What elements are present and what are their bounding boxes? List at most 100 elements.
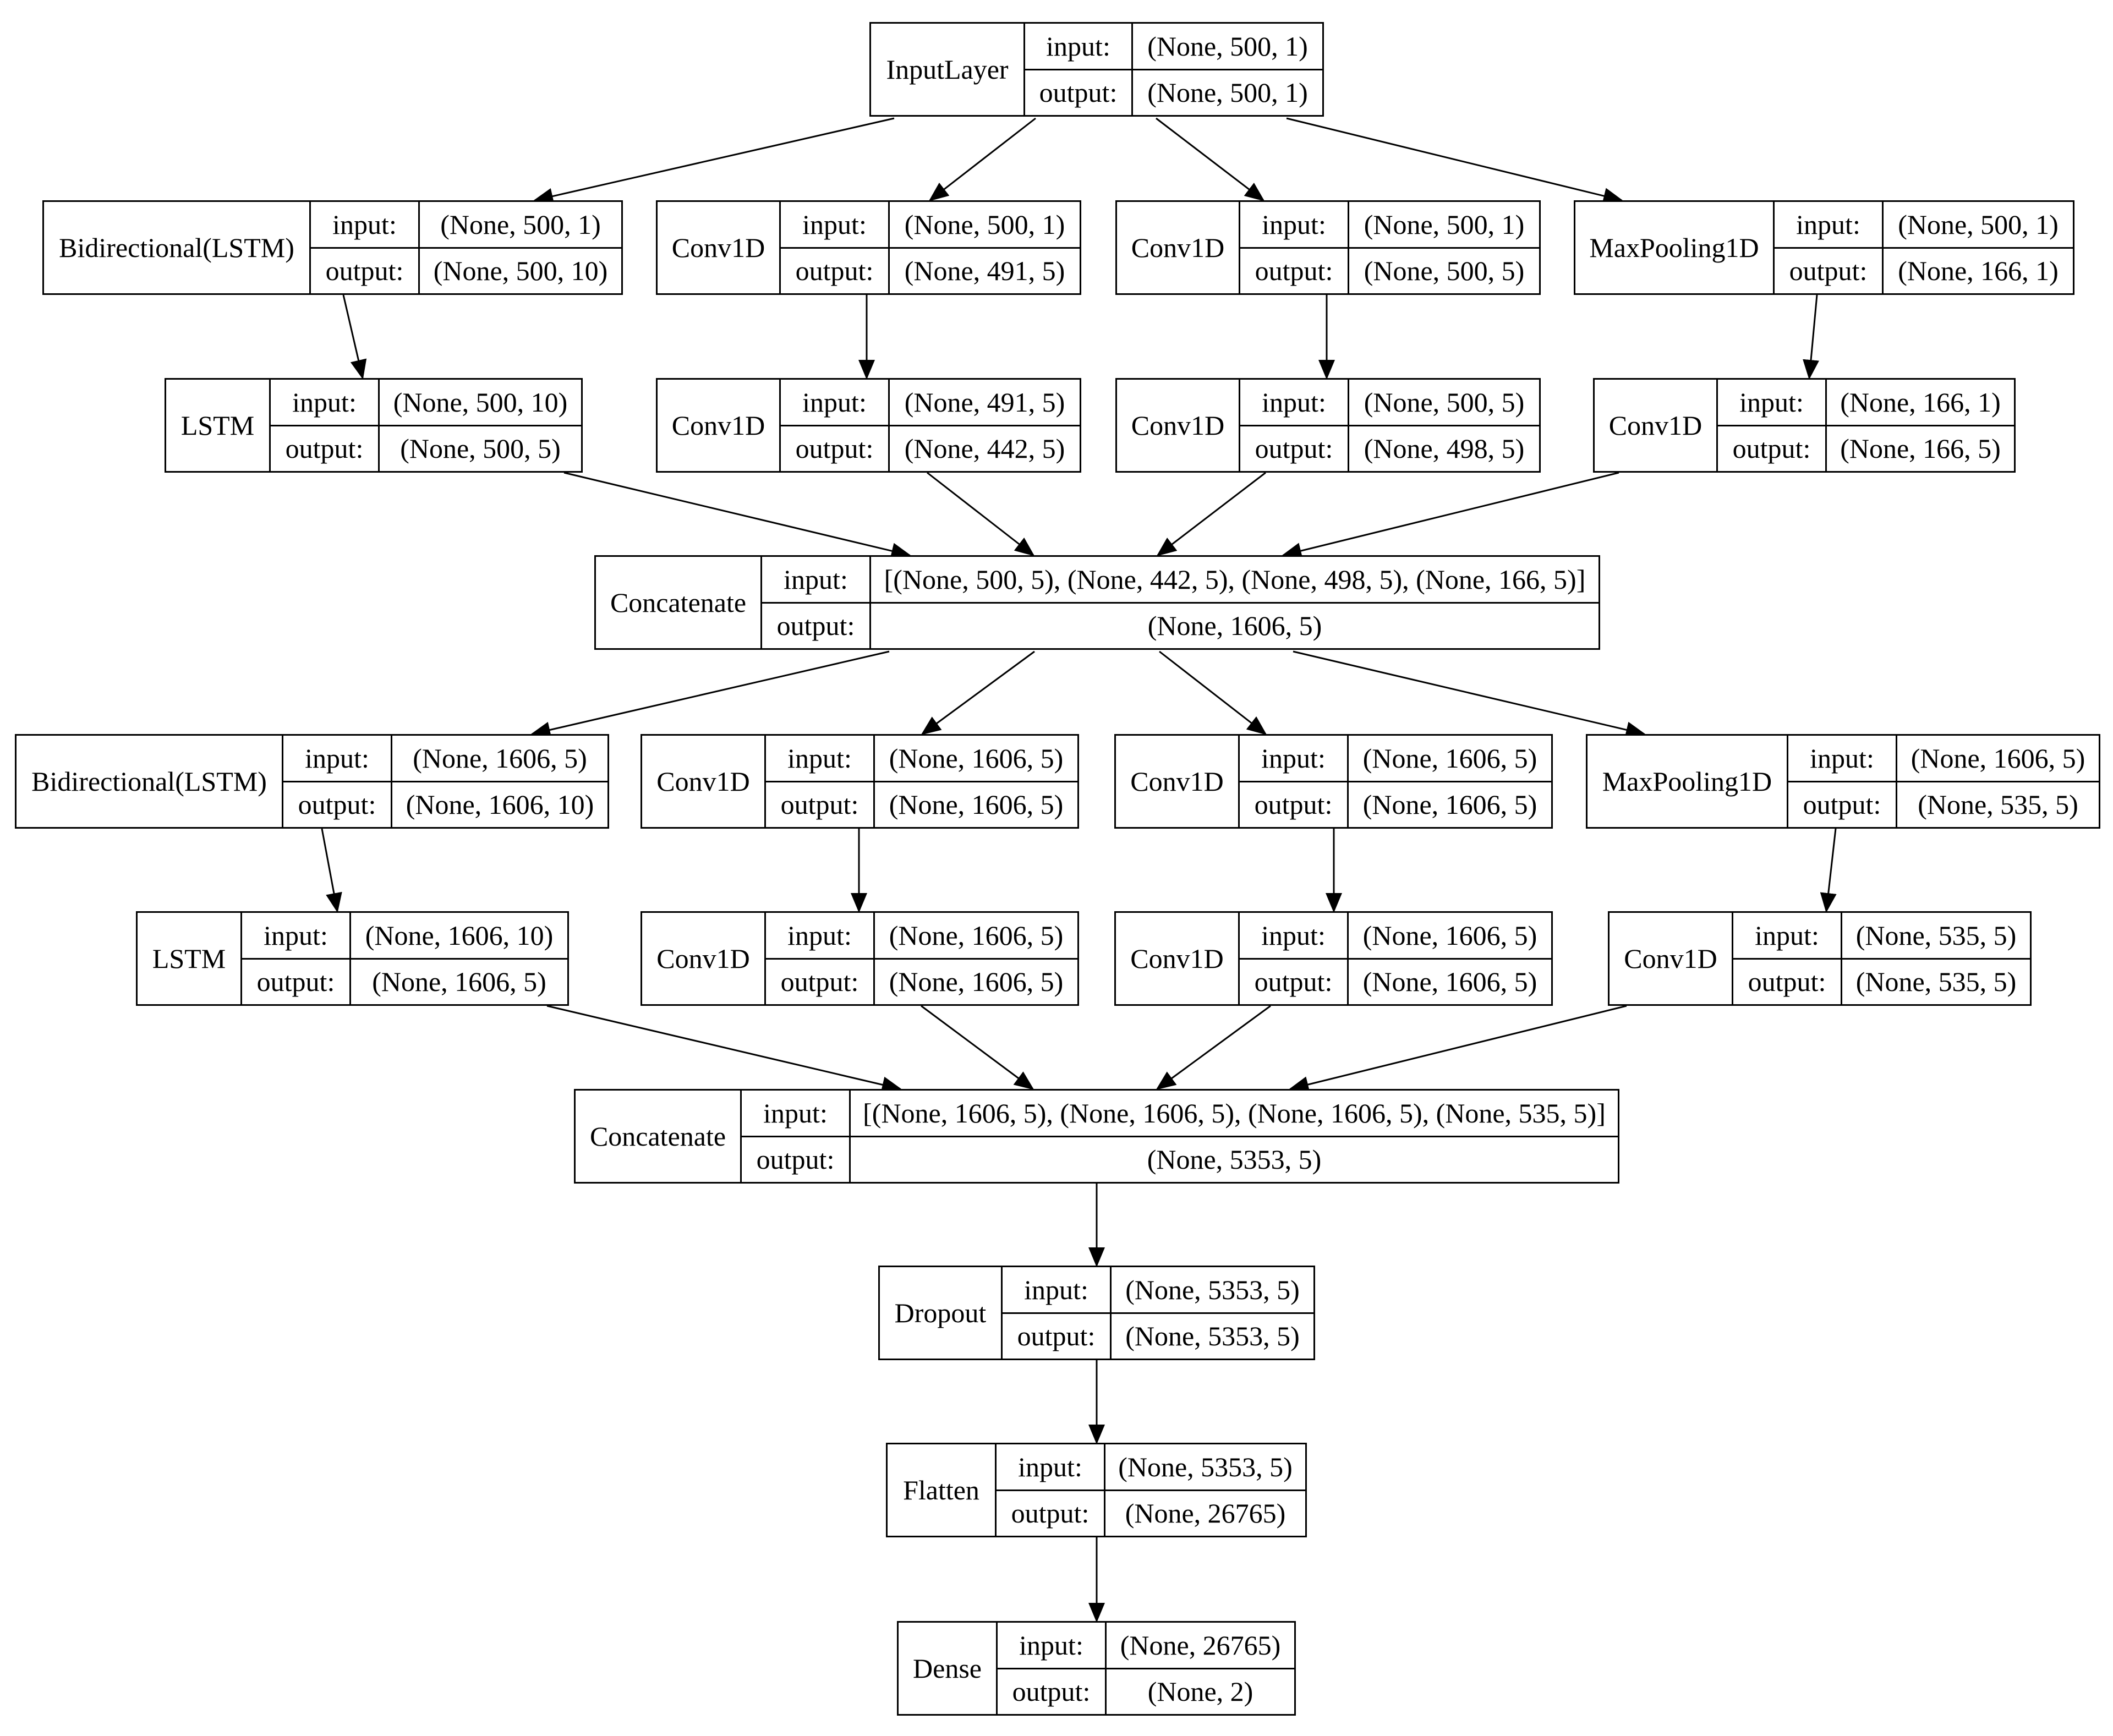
- layer-type: Bidirectional(LSTM): [42, 200, 311, 295]
- input-label: input:: [1239, 200, 1349, 249]
- output-label: output:: [764, 957, 875, 1006]
- input-label: input:: [764, 734, 875, 782]
- input-shape: (None, 491, 5): [888, 378, 1081, 426]
- input-shape: (None, 535, 5): [1841, 911, 2032, 960]
- output-shape: (None, 166, 5): [1825, 424, 2016, 473]
- edge-lstm-2-to-concat-2: [546, 1005, 902, 1093]
- edge-bilstm-2-to-lstm-2: [321, 828, 342, 913]
- input-label: input:: [779, 200, 890, 249]
- input-label: input:: [309, 200, 420, 249]
- layer-type: Dense: [897, 1621, 998, 1716]
- input-shape: (None, 166, 1): [1825, 378, 2016, 426]
- layer-type: Conv1D: [1115, 378, 1240, 473]
- layer-type: Bidirectional(LSTM): [15, 734, 283, 829]
- output-label: output:: [740, 1135, 851, 1184]
- input-shape: (None, 500, 1): [888, 200, 1081, 249]
- input-shape: (None, 500, 1): [1882, 200, 2074, 249]
- edge-conv1d-4b-to-concat-2: [1156, 1005, 1271, 1090]
- input-shape: (None, 1606, 5): [391, 734, 609, 782]
- input-shape: (None, 500, 1): [1131, 22, 1324, 70]
- layer-type: Conv1D: [656, 200, 781, 295]
- input-label: input:: [764, 911, 875, 960]
- edge-concat-1-to-maxpool-2: [1293, 650, 1646, 738]
- input-shape: (None, 500, 1): [1348, 200, 1541, 249]
- input-shape: (None, 5353, 5): [1110, 1266, 1315, 1314]
- input-label: input:: [1238, 911, 1349, 960]
- input-label: input:: [760, 555, 871, 604]
- layer-type: LSTM: [136, 911, 242, 1006]
- input-label: input:: [779, 378, 890, 426]
- edge-lstm-1-to-concat-1: [563, 472, 911, 559]
- layer-type: Conv1D: [656, 378, 781, 473]
- output-label: output:: [1239, 424, 1349, 473]
- output-label: output:: [1239, 247, 1349, 295]
- output-shape: (None, 1606, 5): [349, 957, 569, 1006]
- layer-type: Dropout: [878, 1266, 1003, 1360]
- edge-conv1d-2b-to-concat-1: [1156, 472, 1266, 556]
- output-label: output:: [996, 1667, 1107, 1716]
- layer-type: Conv1D: [641, 734, 766, 829]
- output-label: output:: [269, 424, 380, 473]
- input-label: input:: [1023, 22, 1133, 70]
- layer-node-bilstm-1: Bidirectional(LSTM)input:(None, 500, 1)o…: [42, 200, 623, 295]
- output-label: output:: [1238, 780, 1349, 829]
- output-shape: (None, 1606, 5): [869, 601, 1600, 650]
- output-shape: (None, 535, 5): [1841, 957, 2032, 1006]
- output-label: output:: [309, 247, 420, 295]
- layer-type: Concatenate: [594, 555, 762, 650]
- edge-concat-1-to-bilstm-2: [530, 650, 890, 738]
- output-label: output:: [1773, 247, 1884, 295]
- output-label: output:: [764, 780, 875, 829]
- output-shape: (None, 2): [1105, 1667, 1296, 1716]
- input-shape: (None, 500, 1): [418, 200, 623, 249]
- edge-input-layer-to-maxpool-1: [1286, 117, 1623, 204]
- output-shape: (None, 500, 5): [1348, 247, 1541, 295]
- input-label: input:: [1716, 378, 1827, 426]
- output-shape: (None, 500, 10): [418, 247, 623, 295]
- output-label: output:: [282, 780, 392, 829]
- input-label: input:: [995, 1443, 1105, 1491]
- output-shape: (None, 5353, 5): [849, 1135, 1619, 1184]
- edge-conv1d-4a-to-concat-2: [921, 1005, 1034, 1090]
- input-label: input:: [269, 378, 380, 426]
- input-label: input:: [282, 734, 392, 782]
- layer-node-bilstm-2: Bidirectional(LSTM)input:(None, 1606, 5)…: [15, 734, 609, 829]
- input-label: input:: [1239, 378, 1349, 426]
- edge-conv1d-2c-to-concat-1: [1282, 472, 1619, 559]
- edge-input-layer-to-bilstm-1: [533, 117, 895, 205]
- input-shape: [(None, 500, 5), (None, 442, 5), (None, …: [869, 555, 1600, 604]
- output-label: output:: [779, 247, 890, 295]
- input-shape: (None, 1606, 5): [1896, 734, 2100, 782]
- output-shape: (None, 1606, 10): [391, 780, 609, 829]
- output-shape: (None, 26765): [1104, 1489, 1307, 1537]
- output-shape: (None, 166, 1): [1882, 247, 2074, 295]
- edge-bilstm-1-to-lstm-1: [342, 294, 367, 380]
- input-label: input:: [740, 1089, 851, 1137]
- output-label: output:: [1787, 780, 1897, 829]
- output-shape: (None, 1606, 5): [873, 780, 1079, 829]
- edge-input-layer-to-conv1d-1a: [928, 117, 1036, 201]
- output-shape: (None, 500, 5): [378, 424, 583, 473]
- input-shape: [(None, 1606, 5), (None, 1606, 5), (None…: [849, 1089, 1619, 1137]
- edge-conv1d-2a-to-concat-1: [927, 472, 1035, 556]
- output-label: output:: [760, 601, 871, 650]
- input-shape: (None, 5353, 5): [1104, 1443, 1307, 1491]
- layer-type: Concatenate: [574, 1089, 742, 1184]
- output-shape: (None, 1606, 5): [873, 957, 1079, 1006]
- edge-maxpool-2-to-conv1d-4c: [1820, 828, 1837, 913]
- layer-type: Conv1D: [641, 911, 766, 1006]
- output-shape: (None, 491, 5): [888, 247, 1081, 295]
- layer-type: Conv1D: [1593, 378, 1718, 473]
